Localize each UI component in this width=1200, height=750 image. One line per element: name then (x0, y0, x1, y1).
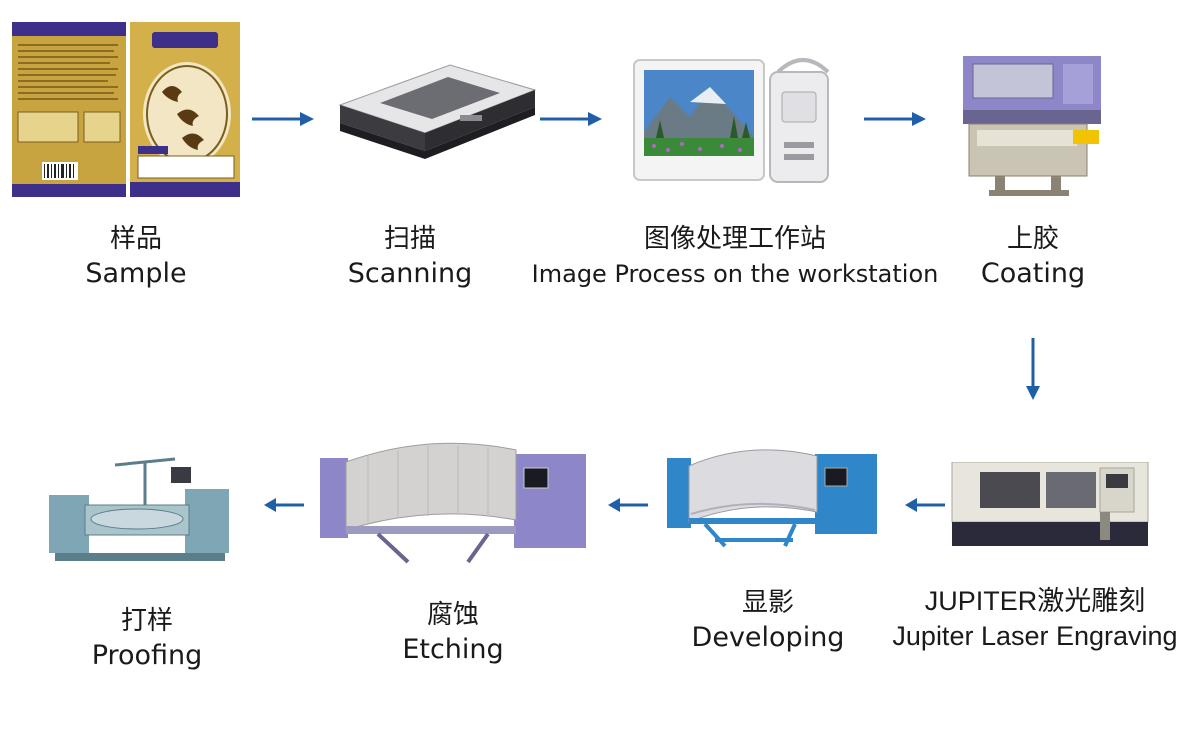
step-label-zh: JUPITER激光雕刻 (924, 586, 1146, 616)
coating-machine-icon (955, 50, 1105, 200)
step-label-zh: 图像处理工作站 (643, 224, 826, 254)
step-label-zh: 扫描 (383, 224, 436, 254)
step-label-etching: 腐蚀 Etching (373, 598, 533, 668)
package-sample-icon (12, 22, 240, 197)
arrow-left-icon (905, 497, 945, 513)
step-label-zh: 打样 (120, 606, 173, 636)
step-label-workstation: 图像处理工作站 Image Process on the workstation (530, 222, 940, 292)
arrow-right-icon (864, 110, 928, 128)
proofing-press-icon (45, 455, 235, 565)
step-label-en: Developing (691, 622, 845, 653)
arrow-left-icon (608, 497, 648, 513)
step-label-en: Sample (85, 258, 187, 289)
step-label-coating: 上胶 Coating (953, 222, 1113, 292)
arrow-right-icon (252, 110, 316, 128)
step-label-zh: 腐蚀 (426, 600, 479, 630)
developing-machine-icon (665, 448, 885, 550)
arrow-left-icon (264, 497, 304, 513)
step-label-en: Jupiter Laser Engraving (892, 621, 1178, 651)
step-label-en: Image Process on the workstation (531, 260, 939, 288)
arrow-down-icon (1024, 338, 1042, 402)
step-label-proofing: 打样 Proofing (67, 604, 227, 674)
arrow-right-icon (540, 110, 604, 128)
step-label-zh: 上胶 (1006, 224, 1059, 254)
workstation-monitor-icon (630, 42, 840, 192)
step-label-en: Etching (402, 634, 504, 665)
etching-machine-icon (318, 438, 590, 566)
step-label-zh: 显影 (741, 588, 794, 618)
step-label-sample: 样品 Sample (56, 222, 216, 292)
step-label-en: Scanning (347, 258, 473, 289)
step-label-zh: 样品 (109, 224, 162, 254)
laser-engraver-icon (950, 462, 1150, 550)
step-label-laser: JUPITER激光雕刻 Jupiter Laser Engraving (876, 584, 1194, 654)
step-label-scanning: 扫描 Scanning (330, 222, 490, 292)
step-label-en: Proofing (91, 640, 203, 671)
step-label-developing: 显影 Developing (688, 586, 848, 656)
step-label-en: Coating (980, 258, 1086, 289)
flatbed-scanner-icon (330, 55, 545, 165)
